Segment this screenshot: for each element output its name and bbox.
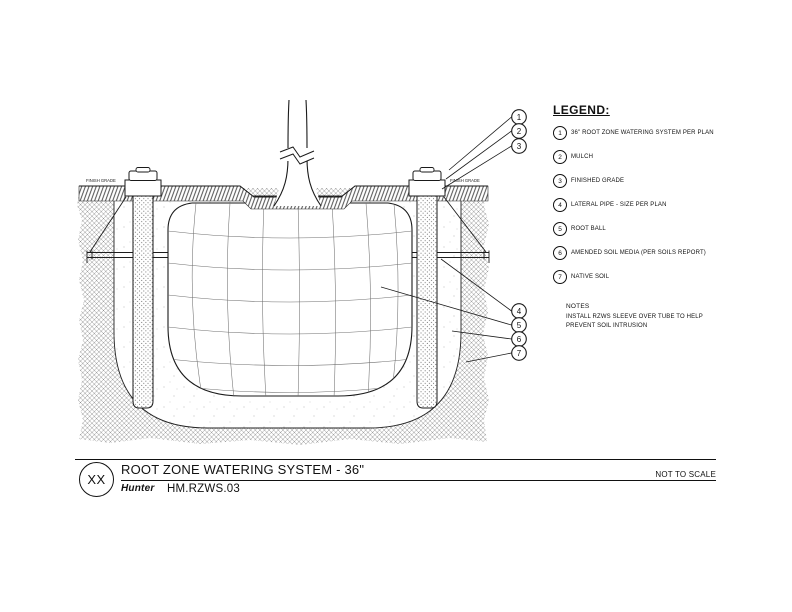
callout-leaders-top [441,116,512,190]
trunk-break-symbol [279,146,315,165]
callout-bubble-1: 1 [511,109,527,125]
legend-item-number: 2 [553,150,567,164]
tube-cap-left [124,179,162,197]
notes-title: NOTES [566,303,590,310]
callout-number: 5 [517,321,522,330]
callout-bubble-6: 6 [511,331,527,347]
hunter-logo: Hunter [121,483,155,494]
callout-leaders-side [380,258,512,363]
notes-block: NOTES INSTALL RZWS SLEEVE OVER TUBE TO H… [566,303,703,331]
legend-item-number: 1 [553,126,567,140]
legend-item-number: 3 [553,174,567,188]
callout-bubble-2: 2 [511,123,527,139]
legend-item: 3 FINISHED GRADE [553,169,791,193]
callout-number: 2 [517,127,522,136]
legend-item: 5 ROOT BALL [553,217,791,241]
legend-item-number: 7 [553,270,567,284]
callout-number: 6 [517,335,522,344]
legend: LEGEND: 1 36" ROOT ZONE WATERING SYSTEM … [553,103,791,289]
swing-pipe-left [89,196,127,253]
title-block-top-rule [75,459,716,460]
legend-item-label: MULCH [571,154,594,160]
legend-item-number: 4 [553,198,567,212]
tree-trunk [273,99,322,207]
legend-item: 6 AMENDED SOIL MEDIA (PER SOILS REPORT) [553,241,791,265]
notes-line: INSTALL RZWS SLEEVE OVER TUBE TO HELP [566,314,703,320]
grade-label-left: FINISH GRADE [86,178,116,183]
callout-number: 4 [517,307,522,316]
legend-item-label: NATIVE SOIL [571,274,610,280]
callout-bubble-7: 7 [511,345,527,361]
legend-item-label: FINISHED GRADE [571,178,625,184]
detail-code: HM.RZWS.03 [167,483,240,495]
detail-reference-bubble: XX [79,462,114,497]
notes-line: PREVENT SOIL INTRUSION [566,323,648,329]
legend-item-label: ROOT BALL [571,226,606,232]
grade-label-right: FINISH GRADE [450,178,480,183]
detail-title: ROOT ZONE WATERING SYSTEM - 36" [121,462,365,477]
callout-number: 1 [517,113,522,122]
legend-title: LEGEND: [553,103,610,117]
root-ball-mesh [168,203,412,396]
legend-item-label: AMENDED SOIL MEDIA (PER SOILS REPORT) [571,250,706,256]
callout-bubble-5: 5 [511,317,527,333]
legend-item: 7 NATIVE SOIL [553,265,791,289]
legend-item-number: 6 [553,246,567,260]
legend-item-label: LATERAL PIPE - SIZE PER PLAN [571,202,667,208]
callout-number: 7 [517,349,522,358]
tube-cap-right [408,179,446,197]
callout-bubble-4: 4 [511,303,527,319]
rzws-tube-right [408,167,487,409]
callout-bubble-3: 3 [511,138,527,154]
callout-number: 3 [517,142,522,151]
legend-item: 4 LATERAL PIPE - SIZE PER PLAN [553,193,791,217]
legend-item: 2 MULCH [553,145,791,169]
title-block-mid-rule [121,480,716,481]
legend-item-label: 36" ROOT ZONE WATERING SYSTEM PER PLAN [571,130,714,136]
legend-item-number: 5 [553,222,567,236]
rzws-tube-left [89,167,162,409]
legend-item: 1 36" ROOT ZONE WATERING SYSTEM PER PLAN [553,121,791,145]
root-ball [167,202,413,397]
detail-reference: XX [87,472,106,487]
scale-note: NOT TO SCALE [655,470,716,479]
swing-pipe-right [443,196,487,253]
